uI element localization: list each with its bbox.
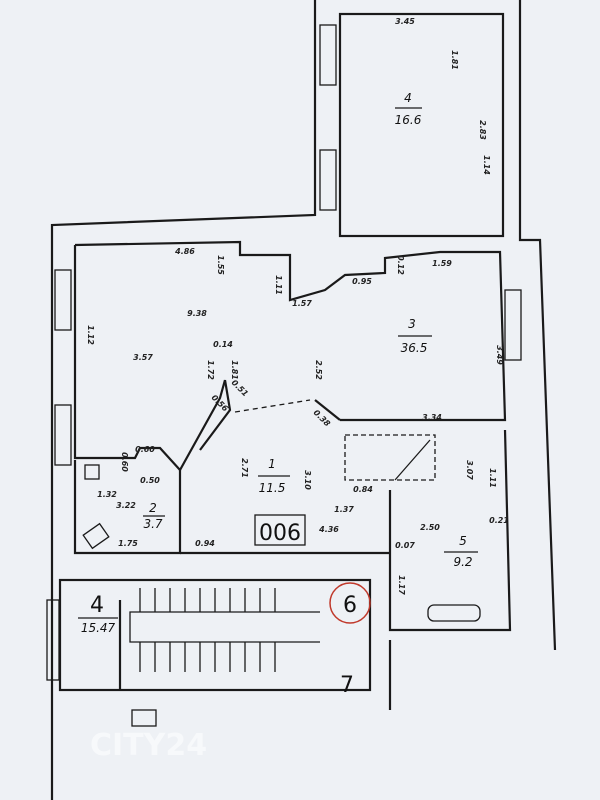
dimension-label: 1.37 [334, 505, 354, 514]
dimension-label: 1.11 [488, 468, 497, 488]
dimension-label: 0.07 [395, 541, 415, 550]
room-number: 3 [408, 317, 416, 331]
dimension-label: 1.17 [397, 575, 406, 595]
dimension-label: 2.50 [420, 523, 440, 532]
staircase [129, 588, 320, 672]
room-area: 11.5 [259, 481, 286, 495]
dimension-label: 0.50 [140, 476, 160, 485]
dimension-label: 3.34 [422, 413, 442, 422]
dimension-label: 2.52 [314, 360, 323, 380]
marker-circle [329, 582, 371, 624]
dimension-label: 0.95 [352, 277, 372, 286]
dimension-label: 1.75 [118, 539, 138, 548]
toilet-icon [82, 522, 110, 550]
dimension-label: 4.86 [174, 247, 195, 256]
dimension-label: 2.71 [240, 458, 249, 478]
dimension-label: 0.94 [195, 539, 215, 548]
stair-label: 7 [340, 673, 354, 698]
dimension-label: 0.84 [353, 485, 373, 494]
dimension-label: 1.11 [274, 275, 283, 295]
room-area: 16.6 [395, 113, 422, 127]
room-labels: 4 16.6 3 36.5 1 11.5 2 3.7 5 9.2 4 15.47 [78, 91, 478, 635]
room-area: 15.47 [81, 621, 116, 635]
plan-code: 006 [259, 521, 301, 546]
dimension-label: 9.38 [187, 309, 207, 318]
room-number: 4 [90, 593, 104, 618]
windows [46, 24, 522, 681]
dimension-label: 0.14 [213, 340, 233, 349]
room-number: 5 [459, 534, 467, 548]
dimension-label: 1.55 [216, 255, 225, 275]
dimension-label: 4.36 [318, 525, 339, 534]
room-area: 36.5 [401, 341, 428, 355]
watermark: CITY24 [90, 728, 207, 763]
dimension-label: 1.32 [97, 490, 117, 499]
room-area: 9.2 [453, 555, 472, 569]
walls [50, 0, 557, 800]
dimension-label: 1.81 [450, 50, 459, 70]
bathtub-icon [427, 604, 481, 622]
sink-icon [84, 464, 100, 480]
dimension-label: 0.12 [396, 255, 405, 275]
meter-icon [131, 709, 157, 727]
dimension-label: 1.81 [230, 360, 239, 380]
room-area: 3.7 [143, 517, 162, 531]
dimension-label: 3.07 [465, 460, 474, 480]
small-stair [344, 434, 436, 481]
marker-label: 6 [343, 593, 357, 618]
dimension-label: 3.45 [395, 17, 415, 26]
room-number: 2 [149, 501, 157, 515]
stair-railing [129, 611, 320, 643]
dimension-label: 1.12 [86, 325, 95, 345]
dimension-label: 1.72 [206, 360, 215, 380]
dimension-label: 3.10 [303, 470, 312, 490]
dimension-label: 3.49 [495, 345, 504, 365]
dimension-label: 1.57 [292, 299, 312, 308]
dimension-label: 1.14 [482, 155, 491, 175]
dimension-label: 0.21 [489, 516, 509, 525]
dimension-label: 1.59 [432, 259, 452, 268]
room-number: 1 [268, 457, 276, 471]
dimension-label: 0.60 [135, 445, 155, 454]
room-number: 4 [404, 91, 412, 105]
dimension-label: 2.83 [478, 120, 487, 140]
dimension-label: 0.60 [120, 452, 129, 472]
dimension-label: 3.22 [116, 501, 136, 510]
dimension-label: 3.57 [133, 353, 153, 362]
